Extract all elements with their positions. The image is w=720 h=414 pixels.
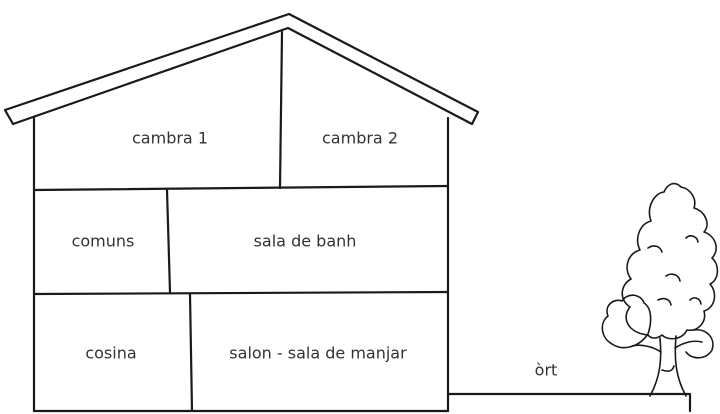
floor-line-2: [32, 290, 450, 296]
room-label-cambra-2: cambra 2: [322, 129, 398, 148]
tree-canopy: [621, 182, 719, 340]
room-label-sala-de-banh: sala de banh: [254, 232, 357, 251]
garden-ground: [446, 392, 692, 413]
room-label-cambra-1: cambra 1: [132, 129, 208, 148]
tree-bush: [601, 294, 652, 349]
tree-bush-right: [685, 328, 714, 359]
tree-trunk: [649, 335, 687, 397]
upper-floor-divider: [278, 30, 284, 190]
ground-floor-divider: [188, 292, 194, 413]
garden-label-ort: òrt: [535, 361, 558, 380]
room-label-salon: salon - sala de manjar: [229, 344, 407, 363]
roof: [3, 12, 480, 126]
room-label-cosina: cosina: [85, 344, 136, 363]
tree-canopy-detail: [647, 235, 702, 306]
tree-icon: [601, 182, 719, 397]
room-label-comuns: comuns: [72, 232, 135, 251]
middle-floor-divider: [165, 188, 172, 294]
floor-line-1: [32, 184, 450, 192]
tree-branches: [631, 340, 703, 353]
